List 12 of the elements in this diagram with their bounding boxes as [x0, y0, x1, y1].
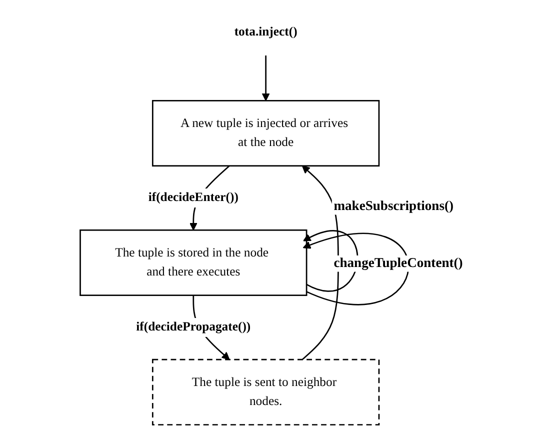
node-box: The tuple is sent to neighbor nodes. [152, 358, 380, 426]
arrow [302, 232, 409, 306]
arrow [302, 166, 339, 360]
arrow [262, 55, 270, 102]
edge-label: changeTupleContent() [332, 255, 464, 272]
edge-label: if(decideEnter()) [148, 191, 238, 205]
node-box: A new tuple is injected or arrives at the node [152, 100, 380, 167]
node-text: tota.inject() [234, 26, 297, 40]
node-box: The tuple is stored in the node and there executes [79, 229, 307, 296]
edge-label: makeSubscriptions() [332, 198, 456, 215]
edge-label: if(decidePropagate()) [136, 320, 250, 334]
arrow [302, 230, 358, 292]
